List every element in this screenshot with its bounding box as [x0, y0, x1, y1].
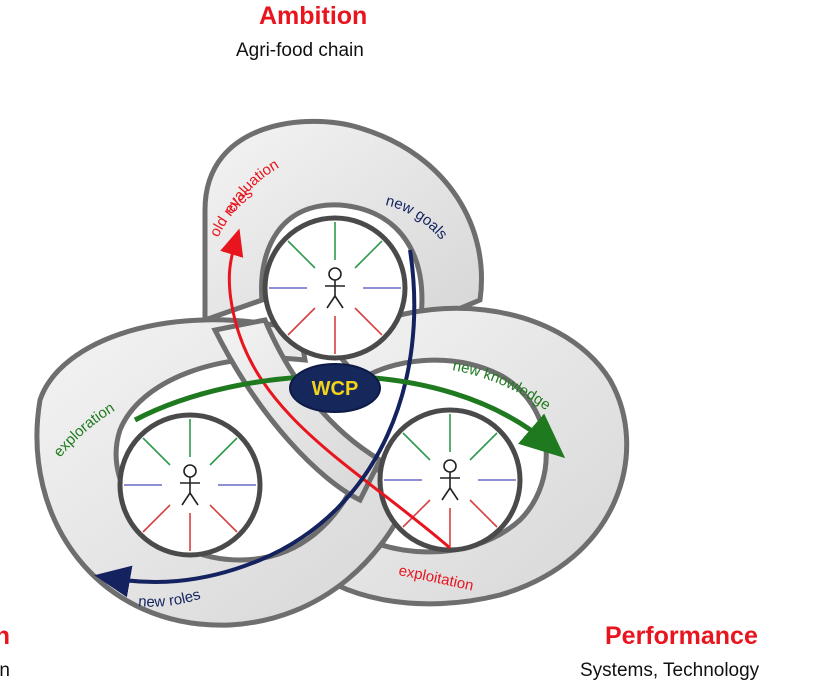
- bottom-right-corner-subtitle: Systems, Technology: [580, 660, 760, 681]
- red-arrow-evaluation-exploitation: [220, 228, 451, 550]
- stick-figure-icon: [440, 459, 460, 501]
- wcp-badge: WCP: [289, 363, 381, 413]
- stick-figure-icon: [180, 464, 200, 506]
- bottom-left-corner-subtitle: Agri-food chain: [0, 660, 10, 681]
- top-ring-band: [202, 118, 484, 329]
- top-corner-title: Ambition: [259, 2, 368, 30]
- wheel-right: [377, 407, 523, 553]
- bottom-left-corner-clip: Ambition Agri-food chain: [0, 620, 10, 687]
- navy-arrow-new-goals-new-roles: [94, 249, 417, 598]
- bottom-left-corner-title: Ambition: [0, 622, 10, 650]
- wheel-left: [117, 412, 263, 558]
- bottom-right-corner-title: Performance: [605, 622, 758, 650]
- wheel-top: [262, 215, 408, 361]
- ring-bands: [34, 118, 630, 628]
- wcp-label: WCP: [312, 378, 359, 400]
- top-corner-subtitle: Agri-food chain: [236, 40, 364, 61]
- center-crossing-band: [211, 317, 384, 504]
- stick-figure-icon: [325, 267, 345, 309]
